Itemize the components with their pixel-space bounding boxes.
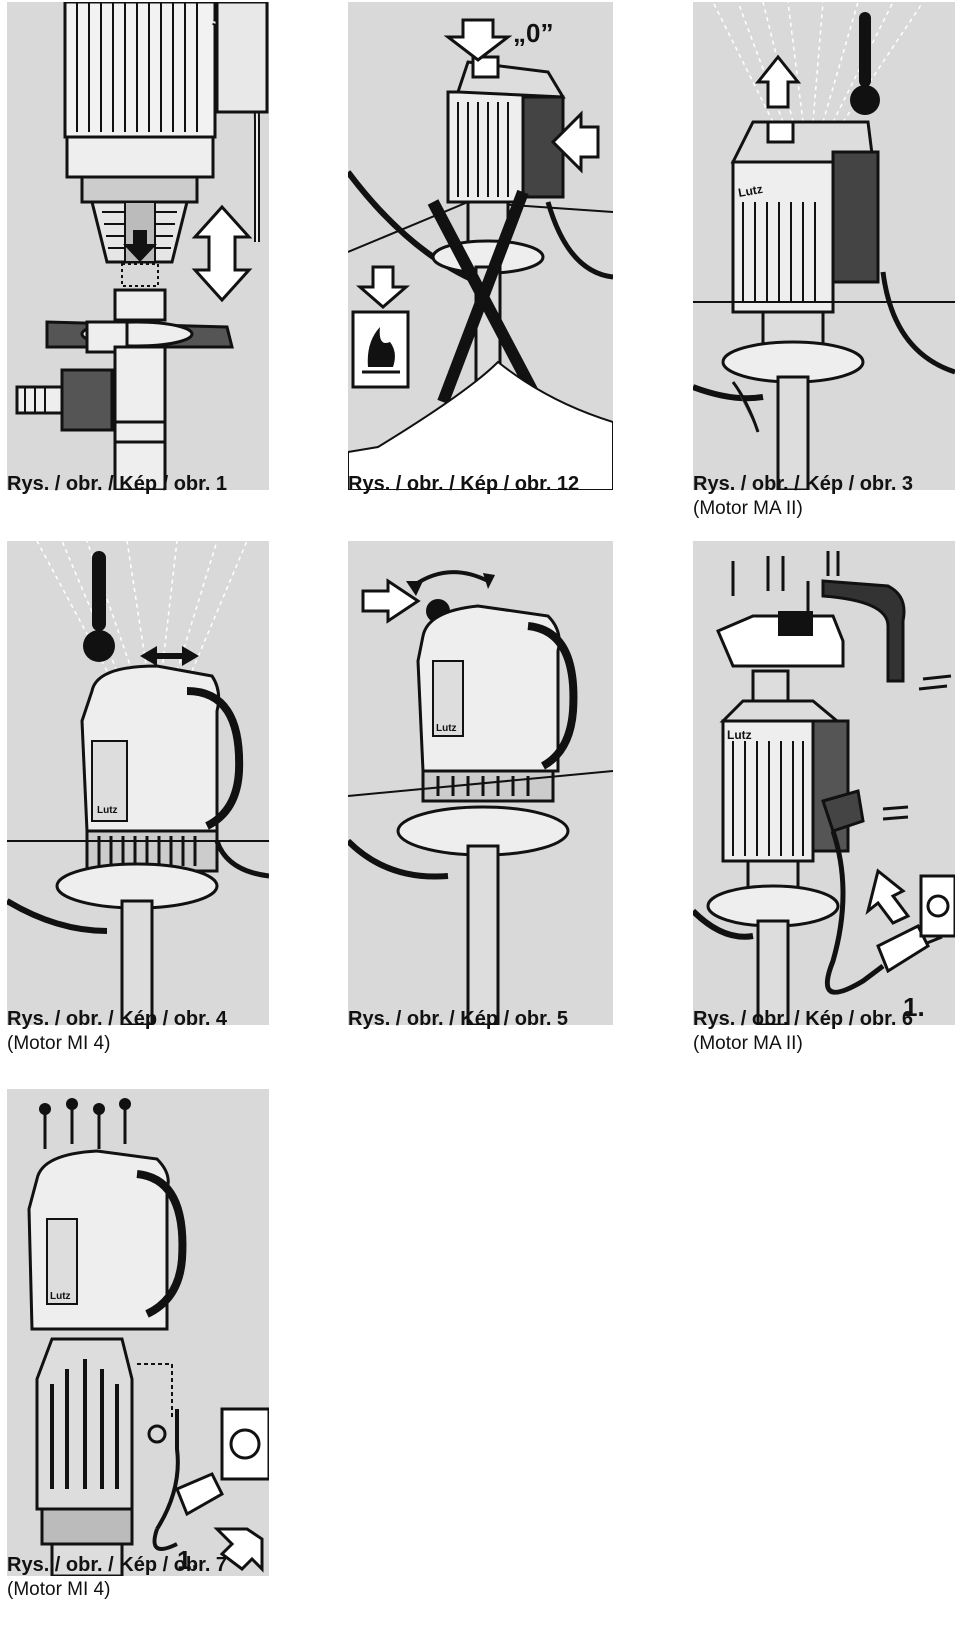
figure-7-illustration: Lutz 1. [7, 1089, 269, 1576]
arrow-icon [550, 110, 600, 174]
brand-label: Lutz [436, 723, 457, 734]
plug-icon [175, 1472, 224, 1517]
figure-5-illustration: Lutz [348, 541, 613, 1025]
cross-icon [427, 189, 539, 405]
motor-mi4-cooling-illustration: Lutz [7, 541, 269, 1025]
figure-4-illustration: Lutz [7, 541, 269, 1025]
thermometer-icon [83, 551, 115, 662]
arrow-icon [865, 868, 911, 925]
brand-label: Lutz [737, 182, 764, 200]
zero-label: „0” [513, 18, 553, 48]
motor-ma2-disassembly-illustration: Lutz 1. [693, 551, 955, 1025]
arrow-icon [361, 578, 421, 624]
step-label: 1. [177, 1545, 199, 1575]
screw-icon [882, 805, 909, 821]
brand-label: Lutz [727, 728, 752, 742]
figure-3-caption: Rys. / obr. / Kép / obr. 3 [693, 473, 914, 495]
arrow-icon [355, 265, 411, 309]
screw-icon [918, 674, 952, 691]
arrow-icon [123, 230, 157, 262]
pump-warning-illustration: „0” [348, 18, 613, 490]
figure-5-caption: Rys. / obr. / Kép / obr. 5 [348, 1008, 569, 1030]
figure-1-caption: Rys. / obr. / Kép / obr. 1 [7, 473, 228, 495]
brand-label: Lutz [97, 805, 118, 816]
figure-6-caption: Rys. / obr. / Kép / obr. 6 [693, 1008, 914, 1030]
rotate-arrow-icon [411, 570, 489, 588]
screw-icon [43, 1109, 127, 1149]
motor-switch-illustration: Lutz [348, 570, 613, 1025]
double-arrow-icon [140, 646, 199, 666]
double-arrow-icon [191, 204, 253, 303]
socket-icon [919, 874, 955, 938]
screw-icon [731, 551, 840, 611]
figure-4-caption: Rys. / obr. / Kép / obr. 4 [7, 1008, 228, 1030]
figure-3-subcaption: (Motor MA II) [693, 498, 803, 519]
figure-3-illustration: Lutz [693, 2, 955, 490]
figure-6-subcaption: (Motor MA II) [693, 1033, 803, 1054]
figure-6-illustration: Lutz 1. [693, 541, 955, 1025]
thermometer-icon [850, 12, 880, 115]
pump-coupling-illustration [15, 2, 269, 490]
arrow-icon [754, 54, 802, 109]
figure-4-subcaption: (Motor MI 4) [7, 1033, 111, 1054]
socket-icon [220, 1407, 269, 1481]
step-label: 1. [903, 992, 925, 1022]
arrow-icon [443, 18, 513, 62]
figure-12-caption: Rys. / obr. / Kép / obr. 12 [348, 473, 580, 495]
fire-warning-icon [351, 310, 410, 389]
figure-7-subcaption: (Motor MI 4) [7, 1579, 111, 1600]
arrow-icon [213, 1527, 264, 1573]
figure-12-illustration: „0” [348, 2, 613, 490]
brand-label: Lutz [50, 1291, 71, 1302]
motor-mi4-disassembly-illustration: Lutz 1. [27, 1098, 269, 1576]
figure-7-caption: Rys. / obr. / Kép / obr. 7 [7, 1554, 228, 1576]
figure-1-illustration [7, 2, 269, 490]
motor-cooling-illustration: Lutz [693, 2, 955, 490]
